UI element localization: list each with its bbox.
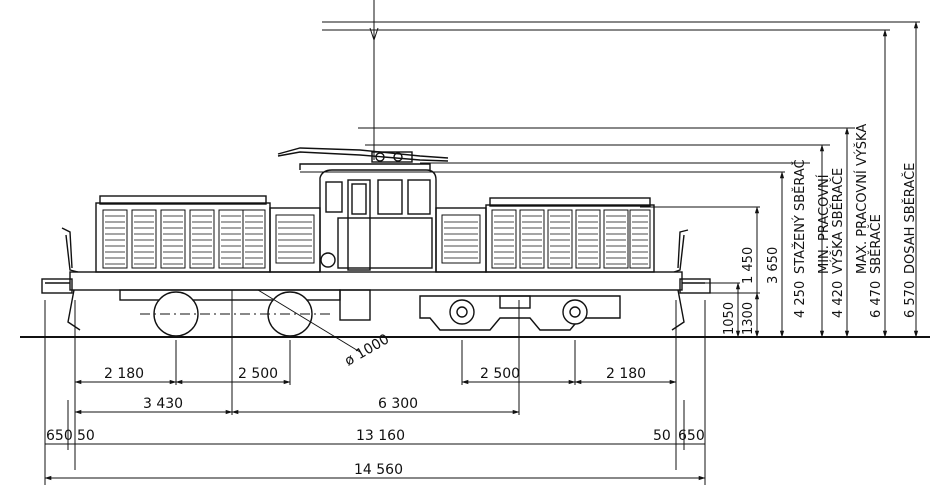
bogie-left: [119, 289, 371, 337]
label-pantograph-reach: 6 570 DOSAH SBĚRAČE: [902, 163, 918, 318]
dim-650-right: 650: [678, 428, 705, 444]
dim-650-left: 650: [46, 428, 73, 444]
dim-3650: 3 650: [766, 247, 781, 284]
label-4420-text-1: MIN. PRACOVNÍ: [816, 174, 832, 274]
dim-2180-left: 2 180: [104, 366, 144, 382]
label-4420-text-2: VÝŠKA SBĚRAČE: [830, 168, 846, 274]
locomotive-body: [41, 147, 711, 331]
horizontal-dimension-lines: [44, 290, 706, 485]
dim-1450: 1 450: [741, 247, 756, 284]
dim-3430: 3 430: [143, 396, 183, 412]
pantograph: [277, 147, 449, 170]
pantograph-reference-lines: [300, 21, 920, 294]
bogie-right: [419, 295, 621, 331]
label-6470-text-2: SBĚRAČE: [868, 214, 884, 274]
label-min-working-height: 4 420 MIN. PRACOVNÍ VÝŠKA SBĚRAČE: [816, 168, 846, 318]
wheel-leader: [257, 289, 361, 353]
label-4250-value: 4 250: [793, 281, 808, 318]
label-lowered-pantograph: 4 250 STAŽENÝ SBĚRAČ: [792, 159, 808, 318]
dim-1300: 1300: [741, 302, 756, 335]
dim-1050: 1050: [722, 302, 737, 335]
vertical-dimension-lines: [735, 21, 919, 338]
dim-2500-left: 2 500: [238, 366, 278, 382]
label-6570-value: 6 570: [903, 281, 918, 318]
label-6470-text-1: MAX. PRACOVNÍ VÝŠKA: [854, 124, 870, 274]
label-6570-text: DOSAH SBĚRAČE: [902, 163, 918, 274]
label-max-working-height: 6 470 MAX. PRACOVNÍ VÝŠKA SBĚRAČE: [854, 124, 884, 318]
dim-50-right: 50: [653, 428, 671, 444]
dim-13160: 13 160: [356, 428, 405, 444]
dim-50-left: 50: [77, 428, 95, 444]
label-4420-value: 4 420: [831, 281, 846, 318]
dim-6300: 6 300: [378, 396, 418, 412]
right-hood-louvres: [441, 209, 651, 269]
dim-2500-right: 2 500: [480, 366, 520, 382]
dim-2180-right: 2 180: [606, 366, 646, 382]
left-hood-louvres: [102, 209, 315, 269]
label-6470-value: 6 470: [869, 281, 884, 318]
dim-14560: 14 560: [354, 462, 403, 478]
label-4250-text: STAŽENÝ SBĚRAČ: [792, 159, 808, 274]
